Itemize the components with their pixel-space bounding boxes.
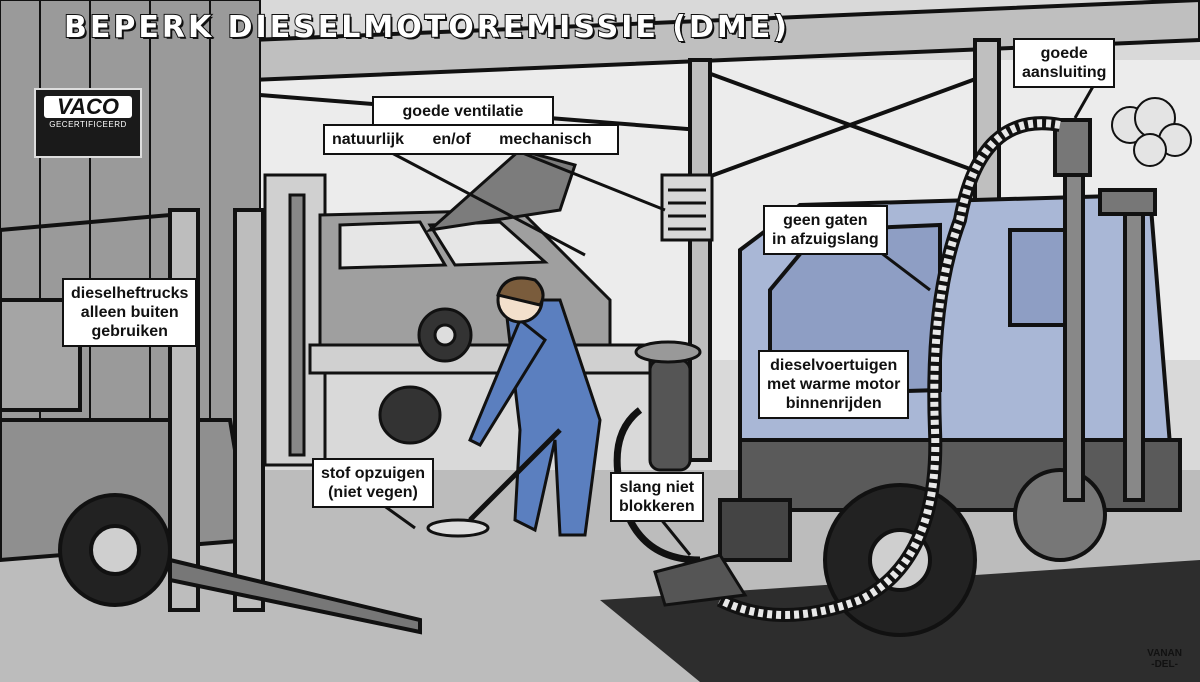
hose-holes-label: geen gaten in afzuigslang bbox=[763, 205, 888, 255]
ventilation-label: goede ventilatie bbox=[372, 96, 554, 127]
signature-line2: -DEL- bbox=[1151, 659, 1178, 670]
warm-engine-label-line1: dieselvoertuigen bbox=[770, 357, 898, 374]
ventilation-label-line1: goede ventilatie bbox=[402, 103, 524, 120]
hose-block-label: slang niet blokkeren bbox=[610, 472, 704, 522]
ventilation-andor: en/of bbox=[432, 131, 471, 148]
connection-label-line2: aansluiting bbox=[1022, 64, 1107, 81]
artist-signature: VANAN -DEL- bbox=[1147, 648, 1182, 670]
hose-holes-label-line2: in afzuigslang bbox=[772, 231, 879, 248]
warm-engine-label: dieselvoertuigen met warme motor binnenr… bbox=[758, 350, 910, 419]
forklift bbox=[0, 208, 422, 635]
connection-label: goede aansluiting bbox=[1013, 38, 1116, 88]
forklift-label-line1: dieselheftrucks bbox=[71, 285, 189, 302]
ventilation-type-label: natuurlijk en/of mechanisch bbox=[323, 124, 619, 155]
hose-holes-label-line1: geen gaten bbox=[783, 212, 868, 229]
vaco-subtitle: GECERTIFICEERD bbox=[49, 120, 127, 129]
page-title: BEPERK DIESELMOTOREMISSIE (DME) bbox=[63, 9, 790, 46]
vaco-certified-badge: VACO GECERTIFICEERD bbox=[34, 88, 142, 158]
smoke-cloud bbox=[1111, 97, 1192, 167]
hose-block-label-line2: blokkeren bbox=[619, 498, 695, 515]
ventilation-natural: natuurlijk bbox=[332, 131, 405, 148]
connection-label-line1: goede bbox=[1040, 45, 1088, 62]
vacuum-label-line2: (niet vegen) bbox=[328, 484, 418, 501]
forklift-label-line2: alleen buiten bbox=[80, 304, 179, 321]
warm-engine-label-line3: binnenrijden bbox=[785, 395, 882, 412]
vaco-logo: VACO bbox=[44, 96, 132, 118]
vacuum-label: stof opzuigen (niet vegen) bbox=[312, 458, 434, 508]
warm-engine-label-line2: met warme motor bbox=[767, 376, 901, 393]
mechanic bbox=[426, 276, 602, 538]
forklift-label: dieselheftrucks alleen buiten gebruiken bbox=[62, 278, 198, 347]
wall-vent bbox=[660, 173, 714, 242]
car-lift bbox=[263, 173, 652, 467]
signature-line1: VANAN bbox=[1147, 648, 1182, 659]
truck bbox=[718, 118, 1182, 637]
ventilation-mechanical: mechanisch bbox=[499, 131, 592, 148]
vacuum-label-line1: stof opzuigen bbox=[321, 465, 425, 482]
hose-block-label-line1: slang niet bbox=[619, 479, 695, 496]
forklift-label-line3: gebruiken bbox=[91, 323, 168, 340]
pointer-lines bbox=[382, 82, 1097, 556]
hose-nozzle bbox=[653, 553, 748, 607]
